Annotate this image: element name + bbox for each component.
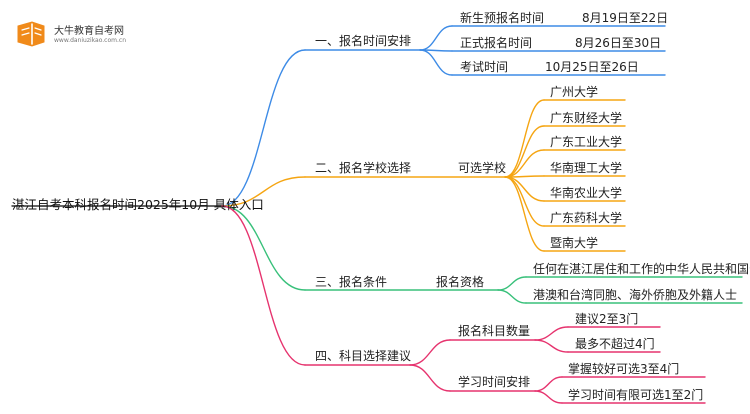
school-4: 华南理工大学 <box>550 161 623 175</box>
b1-item-3-label: 考试时间 <box>460 60 509 74</box>
b3-sub-label: 报名资格 <box>436 275 485 289</box>
edge-b4-g2-item-2 <box>534 390 563 404</box>
book-logo-icon <box>17 21 45 47</box>
b1-item-2-label: 正式报名时间 <box>460 36 533 50</box>
edge-condition-1 <box>497 276 527 291</box>
edge-b4-g2-item-1 <box>534 376 563 392</box>
edge-school-6 <box>504 176 545 227</box>
b1-item-2-value: 8月26日至30日 <box>575 36 662 50</box>
b1-item-3-value: 10月25日至26日 <box>545 60 639 74</box>
edge-school-7 <box>504 176 545 252</box>
school-3: 广东工业大学 <box>550 135 623 149</box>
edge-b1-item-3 <box>419 49 453 76</box>
condition-1: 任何在湛江居住和工作的中华人民共和国公民 <box>533 262 750 276</box>
b4-group-1-label: 报名科目数量 <box>458 324 531 338</box>
edge-root-b3 <box>221 205 306 291</box>
root-topic: 湛江自考本科报名时间2025年10月 具体入口 <box>12 197 264 212</box>
b4-g1-item-1: 建议2至3门 <box>575 312 639 326</box>
edge-b4-g1-item-2 <box>534 339 569 353</box>
b4-group-2-label: 学习时间安排 <box>458 375 531 389</box>
edge-root-b2 <box>221 176 306 207</box>
edge-school-1 <box>504 99 545 178</box>
branch-1-label: 一、报名时间安排 <box>315 34 412 48</box>
branch-4-label: 四、科目选择建议 <box>315 349 412 363</box>
edge-condition-2 <box>497 289 527 304</box>
logo-url: www.daniuzikao.com.cn <box>54 37 126 44</box>
condition-2: 港澳和台湾同胞、海外侨胞及外籍人士 <box>533 288 738 302</box>
edge-root-b1 <box>221 49 306 207</box>
school-1: 广州大学 <box>550 85 599 99</box>
school-5: 华南农业大学 <box>550 186 623 200</box>
branch-2-label: 二、报名学校选择 <box>315 161 412 175</box>
edge-school-5 <box>504 176 545 202</box>
edge-school-3 <box>504 149 545 178</box>
b1-item-1-label: 新生预报名时间 <box>460 11 545 25</box>
edge-b4-group-1 <box>409 339 451 366</box>
school-2: 广东财经大学 <box>550 111 623 125</box>
b4-g2-item-1: 掌握较好可选3至4门 <box>568 362 680 376</box>
edge-b1-item-1 <box>419 25 453 51</box>
edge-b4-g1-item-1 <box>534 326 569 341</box>
edge-root-b4 <box>221 205 306 366</box>
school-6: 广东药科大学 <box>550 211 623 225</box>
b4-g2-item-2: 学习时间有限可选1至2门 <box>568 388 704 402</box>
branch-3-label: 三、报名条件 <box>315 275 388 289</box>
b4-g1-item-2: 最多不超过4门 <box>575 337 655 351</box>
b1-item-1-value: 8月19日至22日 <box>582 11 669 25</box>
logo: 大牛教育自考网 www.daniuzikao.com.cn <box>14 18 154 48</box>
logo-name: 大牛教育自考网 <box>54 26 124 37</box>
edge-b4-group-2 <box>409 364 451 392</box>
school-7: 暨南大学 <box>550 236 599 250</box>
b2-sub-label: 可选学校 <box>458 161 507 175</box>
